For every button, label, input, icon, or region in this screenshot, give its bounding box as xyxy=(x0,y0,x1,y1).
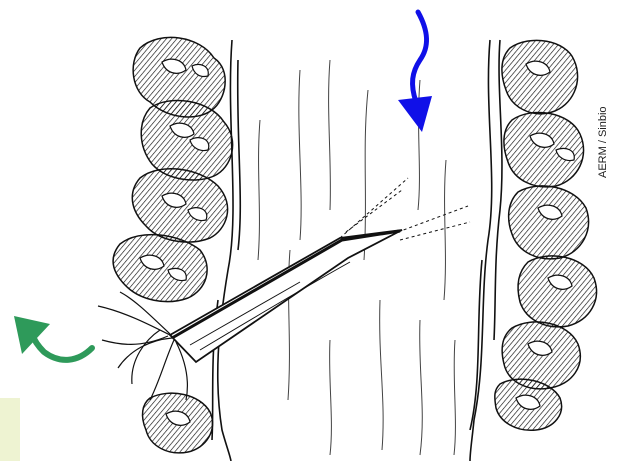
left-bank-shrubs xyxy=(113,37,232,452)
water-current-lines xyxy=(258,60,455,455)
image-credit: AERM / Sinbio xyxy=(597,106,609,178)
right-bank-shrubs xyxy=(495,40,597,430)
arrow-down-icon xyxy=(398,12,432,132)
curved-arrow-up-left-icon xyxy=(14,316,92,360)
corner-panel xyxy=(0,398,20,461)
